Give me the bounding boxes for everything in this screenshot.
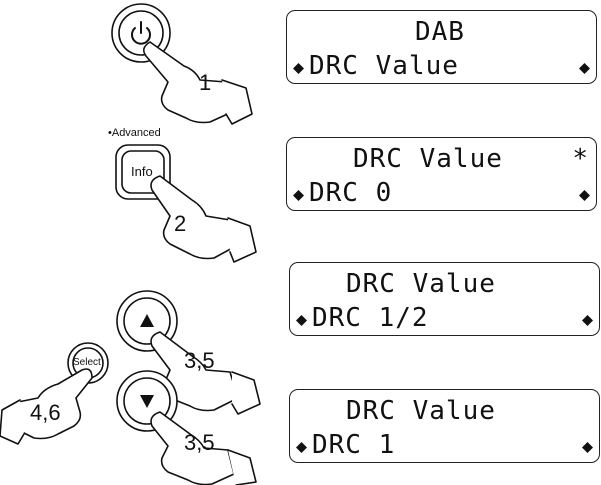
- star-indicator: *: [572, 144, 588, 174]
- lcd-line-1: DRC Value: [353, 144, 503, 174]
- left-arrow-icon: [296, 315, 307, 326]
- lcd-line-1: DAB: [415, 17, 465, 47]
- right-arrow-icon: [579, 190, 590, 201]
- lcd-line-1: DRC Value: [346, 396, 496, 426]
- lcd-display-3: DRC Value DRC 1/2: [289, 262, 600, 336]
- left-arrow-icon: [296, 442, 307, 453]
- lcd-line-1: DRC Value: [346, 269, 496, 299]
- lcd-line-2: DRC 1: [312, 430, 396, 460]
- info-button-label: Info: [131, 164, 153, 179]
- step-number-3-5-up: 3,5: [184, 348, 215, 373]
- left-arrow-icon: [293, 190, 304, 201]
- hand-pointer-icon: [150, 175, 257, 263]
- step-number-4-6: 4,6: [30, 400, 61, 425]
- step-number-3-5-down: 3,5: [184, 430, 215, 455]
- lcd-line-2: DRC Value: [309, 51, 459, 81]
- up-arrow-icon: [140, 314, 154, 327]
- lcd-line-2: DRC 1/2: [312, 303, 429, 333]
- step-number-1: 1: [199, 70, 212, 95]
- lcd-line-2: DRC 0: [309, 178, 393, 208]
- button-illustrations: [0, 3, 261, 485]
- advanced-caption: •Advanced: [108, 127, 161, 139]
- hand-pointer-icon: [142, 41, 253, 125]
- lcd-display-2: DRC Value * DRC 0: [286, 137, 597, 211]
- lcd-display-4: DRC Value DRC 1: [289, 389, 600, 463]
- right-arrow-icon: [582, 442, 593, 453]
- left-arrow-icon: [293, 63, 304, 74]
- select-button-label: Select: [73, 357, 101, 368]
- hand-pointer-icon: [0, 368, 93, 445]
- hand-pointer-icon: [150, 411, 257, 485]
- power-icon: [131, 21, 151, 45]
- lcd-display-1: DAB DRC Value: [286, 10, 597, 84]
- step-number-2: 2: [174, 211, 187, 236]
- right-arrow-icon: [579, 63, 590, 74]
- right-arrow-icon: [582, 315, 593, 326]
- down-arrow-icon: [140, 395, 154, 408]
